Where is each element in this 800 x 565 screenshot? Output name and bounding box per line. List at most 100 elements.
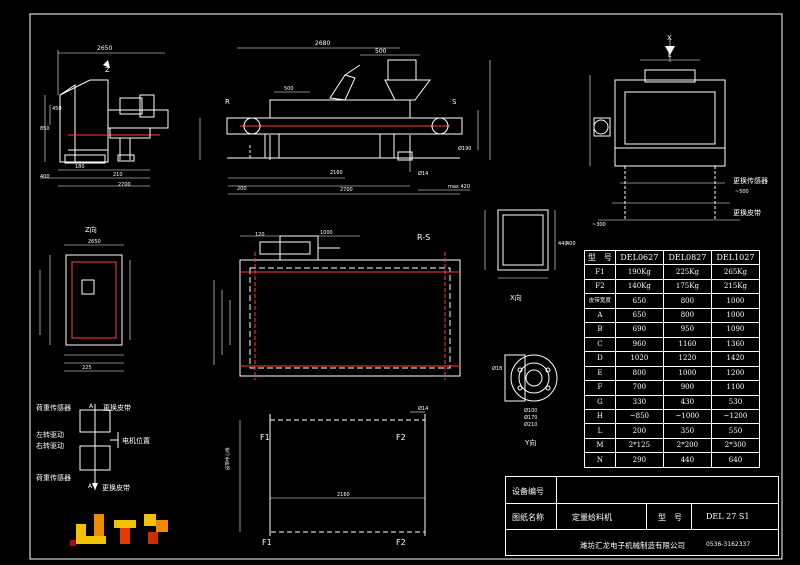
f2-bottom: F2	[396, 538, 406, 547]
model-label: 型 号	[658, 513, 682, 522]
d14-label: Ø14	[418, 405, 428, 412]
f1-bottom: F1	[262, 538, 272, 547]
model-value: DEL 27 S1	[706, 512, 750, 521]
spec-cell: M	[584, 437, 616, 454]
main-side-view	[199, 47, 491, 195]
spec-cell: F2	[584, 278, 616, 295]
load-cell-bottom: 荷重传感器	[36, 473, 71, 482]
drawing-name: 定量给料机	[572, 513, 612, 522]
tb-divider	[556, 477, 557, 529]
dim-180: 180	[75, 164, 85, 170]
dim-500-right: ~500	[735, 189, 749, 195]
company-phone: 0536-3162337	[706, 541, 751, 548]
dim-max420: max 420	[448, 184, 470, 190]
spec-cell: 1360	[710, 336, 761, 353]
dim-500-top: 500	[375, 48, 387, 55]
spec-cell: 290	[614, 452, 664, 468]
dim-100: Ø100	[524, 407, 537, 414]
f1-top: F1	[260, 433, 270, 442]
spec-cell: F	[584, 380, 616, 396]
dim-450: 450	[52, 106, 62, 112]
spec-cell: 1090	[710, 322, 761, 338]
replace-belt-top: 更换皮带	[103, 403, 131, 412]
motor-position: 电机位置	[122, 436, 150, 445]
f2-top: F2	[396, 433, 406, 442]
tb-divider	[691, 503, 692, 529]
spec-cell: 200	[614, 423, 664, 439]
marker-z: Z	[105, 66, 110, 74]
spec-cell: 1200	[710, 365, 761, 382]
spec-cell: 2*200	[662, 437, 712, 454]
load-cell-top: 荷重传感器	[36, 403, 71, 412]
dim-2650-z: 2650	[88, 239, 101, 245]
replace-sensor: 更换传感器	[733, 176, 768, 185]
rs-view	[213, 235, 461, 380]
dim-300: ~300	[592, 222, 606, 228]
spec-cell: ~1000	[662, 408, 712, 425]
spec-cell: 530	[710, 394, 761, 411]
belt-axis-label: 皮带中心线	[224, 447, 231, 470]
spec-cell: L	[584, 423, 616, 439]
dim-210c: Ø210	[524, 421, 537, 428]
spec-header-cell: DEL1027	[710, 249, 761, 266]
design-no-label: 设备编号	[512, 487, 544, 496]
spec-cell: B	[584, 322, 616, 338]
spec-cell: 1100	[710, 380, 761, 396]
dim-440: 440	[558, 241, 568, 247]
spec-cell: 650	[614, 293, 664, 309]
marker-s: S	[452, 98, 457, 106]
y-view	[504, 354, 558, 402]
company-name: 潍坊汇龙电子机械制造有限公司	[580, 541, 685, 550]
spec-header-cell: 型 号	[584, 249, 616, 266]
spec-cell: 215Kg	[710, 278, 761, 295]
spec-cell: 1220	[662, 351, 712, 367]
load-points-view	[239, 411, 426, 536]
dim-400-x: 400	[566, 241, 576, 247]
spec-cell: ~1200	[710, 408, 761, 425]
rs-view-title: R-S	[417, 233, 430, 242]
spec-cell: 430	[662, 394, 712, 411]
spec-cell: 640	[710, 452, 761, 468]
spec-cell: 2*300	[710, 437, 761, 454]
spec-cell: 1160	[662, 336, 712, 353]
replace-belt-bottom: 更换皮带	[102, 483, 130, 492]
spec-cell: C	[584, 336, 616, 353]
dim-14: Ø14	[418, 170, 428, 177]
spec-cell: 1000	[710, 293, 761, 309]
spec-cell: 900	[662, 380, 712, 396]
dim-2700-main: 2700	[340, 187, 353, 193]
dim-2160: 2160	[330, 170, 343, 176]
spec-header-cell: DEL0827	[662, 249, 712, 266]
right-drive: 右转驱动	[36, 441, 64, 450]
dim-210: 210	[113, 172, 123, 178]
left-drive: 左转驱动	[36, 430, 64, 439]
spec-cell: H	[584, 408, 616, 425]
drawing-name-label: 图纸名称	[512, 513, 544, 522]
dim-170: Ø170	[524, 414, 537, 421]
legend-diagram	[79, 404, 119, 490]
spec-cell: N	[584, 452, 616, 468]
spec-cell: ~850	[614, 408, 664, 425]
spec-cell: 800	[662, 307, 712, 324]
span-2160: 2160	[337, 492, 350, 498]
dim-400: 400	[40, 174, 50, 180]
x-view-title: X向	[510, 293, 522, 302]
spec-cell: 140Kg	[614, 278, 664, 295]
z-view-title: Z向	[85, 225, 97, 234]
spec-cell: 330	[614, 394, 664, 411]
spec-cell: 1020	[614, 351, 664, 367]
dim-500-mid: 500	[284, 86, 294, 92]
dim-225: 225	[82, 365, 92, 371]
spec-cell: 800	[614, 365, 664, 382]
marker-r: R	[225, 98, 230, 106]
a-bottom: A	[88, 483, 93, 490]
spec-cell: D	[584, 351, 616, 367]
